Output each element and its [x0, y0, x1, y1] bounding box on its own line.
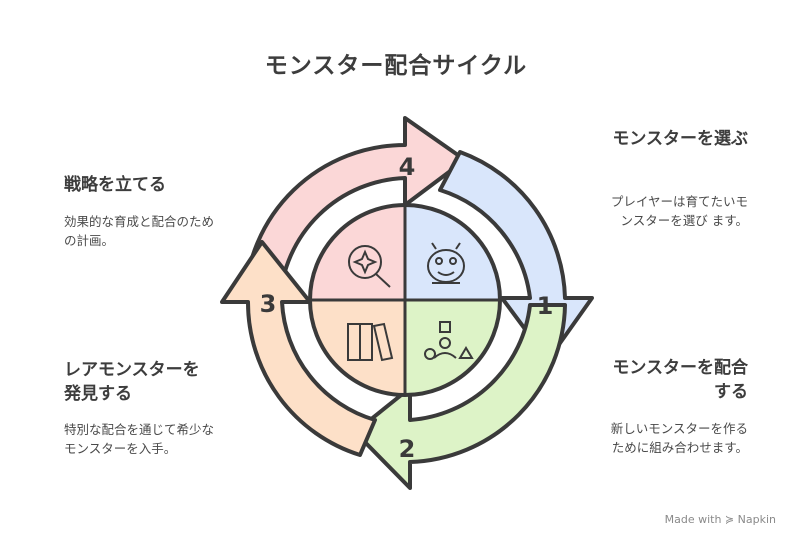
step-2-description: 新しいモンスターを作るために組み合わせます。	[610, 421, 748, 455]
step-3-description: 特別な配合を通じて希少なモンスターを入手。	[64, 422, 215, 456]
inner-circle	[308, 203, 502, 397]
book-stack-icon	[347, 322, 394, 362]
napkin-watermark: Made with ≽ Napkin	[664, 513, 776, 526]
step-2-title: モンスターを配合する	[612, 358, 748, 402]
page-title: モンスター配合サイクル	[264, 53, 528, 79]
search-sparkle-icon	[348, 245, 391, 288]
step-3-title: レアモンスターを発見する	[64, 360, 200, 404]
step-4-title: 戦略を立てる	[64, 175, 166, 195]
step-1-title: モンスターを選ぶ	[612, 129, 748, 149]
step-number-2: 2	[399, 435, 416, 463]
arrow-segment-2	[353, 303, 567, 490]
shapes-person-icon	[424, 321, 474, 360]
monster-icon	[427, 242, 465, 284]
step-number-4: 4	[399, 153, 416, 181]
step-4-description: 効果的な育成と配合のための計画。	[64, 214, 215, 248]
arrow-segment-3	[220, 240, 377, 457]
step-1-description: プレイヤーは育てたいモンスターを選び ます。	[610, 194, 748, 228]
step-number-1: 1	[537, 292, 554, 320]
step-number-3: 3	[260, 290, 277, 318]
